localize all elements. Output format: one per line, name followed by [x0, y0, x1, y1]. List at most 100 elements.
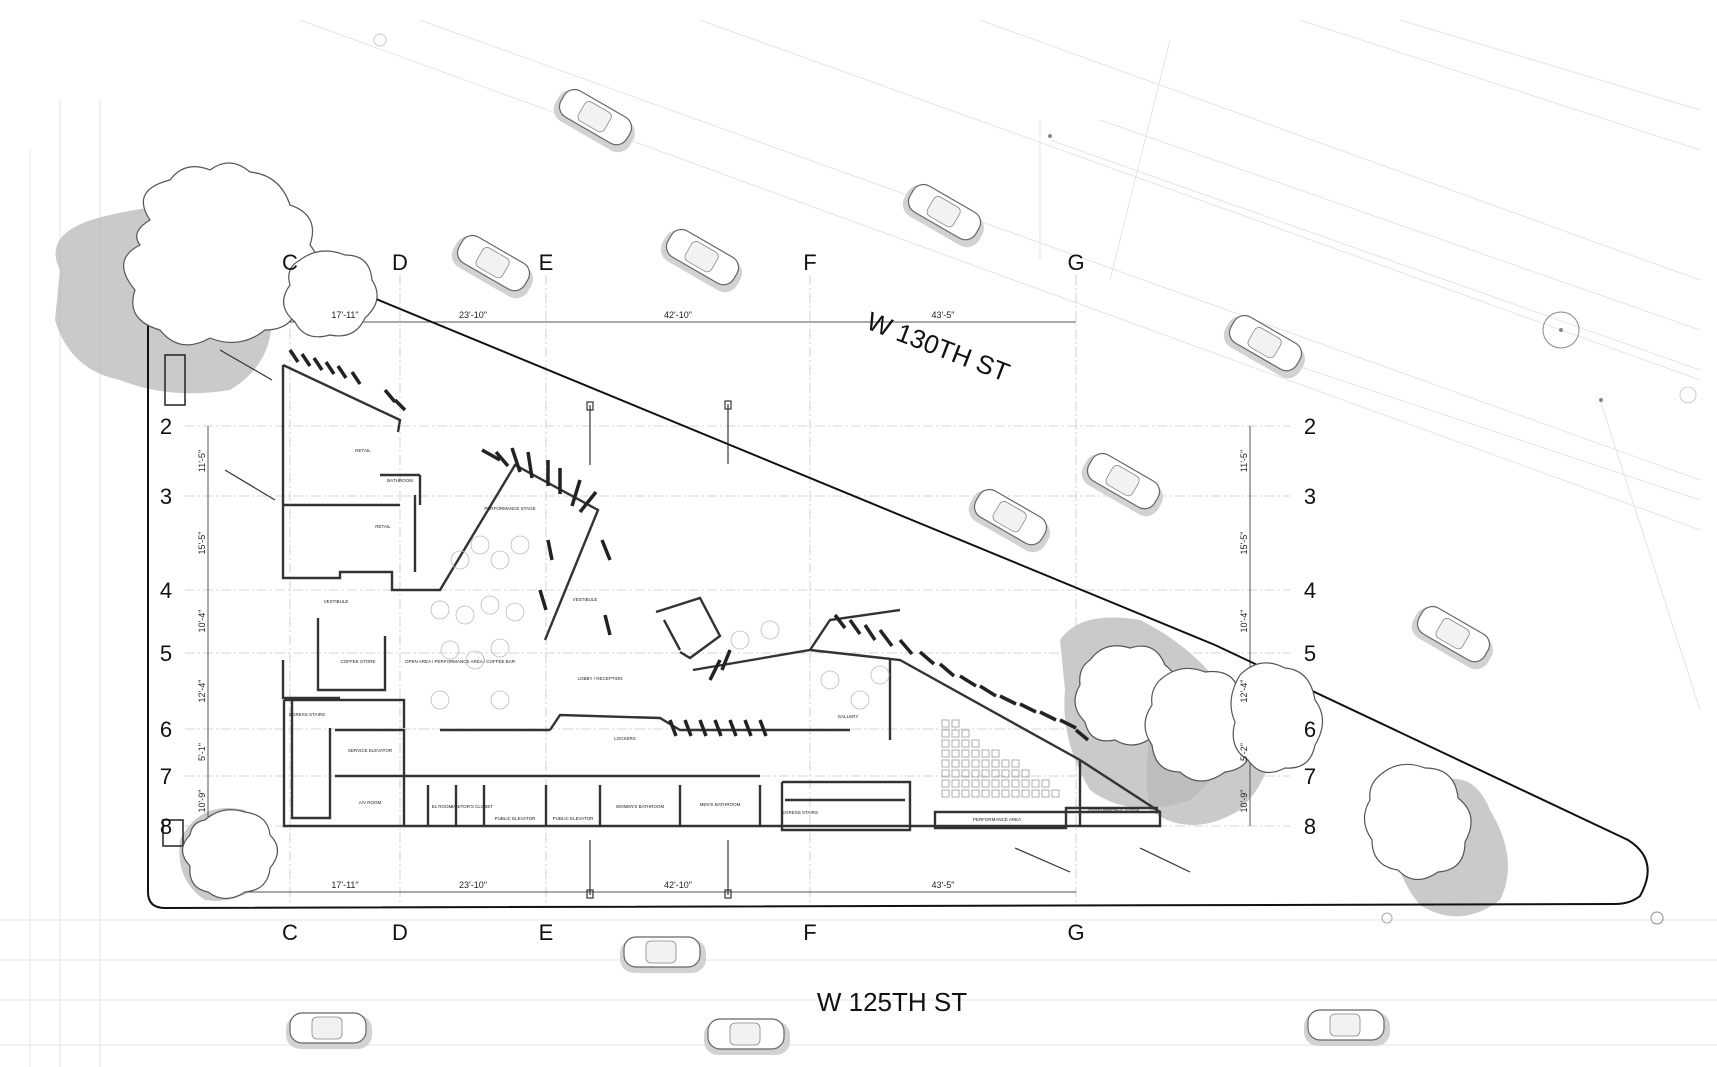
- room-vestibule-1: VESTIBULE: [324, 599, 349, 604]
- room-janitor: JANITOR'S CLOSET: [451, 804, 494, 809]
- dim-right-5: 5'-2": [1239, 743, 1249, 761]
- grid-row-8: 8: [160, 814, 172, 839]
- car-icon: [553, 88, 635, 153]
- dim-bottom-3: 42'-10": [664, 880, 692, 890]
- room-public-elevator-2: PUBLIC ELEVATOR: [553, 816, 595, 821]
- car-icon: [1304, 1009, 1390, 1046]
- meter-icon: [162, 819, 184, 847]
- dim-bottom-4: 43'-5": [932, 880, 955, 890]
- grid-col-d: D: [392, 920, 408, 945]
- street-name-south: W 125TH ST: [817, 987, 967, 1017]
- car-icon: [1411, 605, 1493, 670]
- dim-bottom-2: 23'-10": [459, 880, 487, 890]
- room-vestibule-2: VESTIBULE: [573, 597, 598, 602]
- grid-row-7: 7: [1304, 764, 1316, 789]
- dim-right-1: 11'-5": [1239, 450, 1249, 472]
- grid-row-labels-right: 2 3 4 5 6 7 8: [1304, 414, 1316, 839]
- grid-col-d: D: [392, 250, 408, 275]
- fixtures: [219, 349, 1191, 899]
- room-av: A/V ROOM: [359, 800, 382, 805]
- dim-left-5: 5'-1": [197, 743, 207, 761]
- grid-row-7: 7: [160, 764, 172, 789]
- car-icon: [704, 1018, 790, 1055]
- grid-col-f: F: [803, 920, 816, 945]
- car-icon: [1223, 314, 1305, 379]
- dim-top-1: 17'-11": [331, 310, 358, 320]
- room-public-elevator-1: PUBLIC ELEVATOR: [495, 816, 537, 821]
- car-icon: [286, 88, 1493, 1055]
- room-mens-bathroom: MEN'S BATHROOM: [700, 802, 741, 807]
- grid-row-2: 2: [1304, 414, 1316, 439]
- room-egress-stairs-2: EGRESS STAIRS: [782, 810, 818, 815]
- grid-col-g: G: [1067, 250, 1084, 275]
- grid-col-f: F: [803, 250, 816, 275]
- grid-row-3: 3: [1304, 484, 1316, 509]
- hydrant-icon: [164, 354, 186, 406]
- room-retail-2: RETAIL: [375, 524, 391, 529]
- room-retail-1: RETAIL: [355, 448, 371, 453]
- grid-row-6: 6: [160, 717, 172, 742]
- context-linework: [0, 19, 1717, 1067]
- dim-left-1: 11'-5": [197, 450, 207, 472]
- car-icon: [968, 488, 1050, 553]
- room-gallery: GALLERY: [838, 714, 859, 719]
- dim-left-2: 15'-5": [197, 532, 207, 555]
- grid-col-c: C: [282, 250, 298, 275]
- grid-row-3: 3: [160, 484, 172, 509]
- room-bathroom: BATHROOM: [387, 478, 413, 483]
- car-icon: [660, 228, 742, 293]
- room-el: EL ROOM: [432, 804, 453, 809]
- grid-row-2: 2: [160, 414, 172, 439]
- grid-col-e: E: [539, 920, 554, 945]
- room-performance-stage-1: PERFORMANCE STAGE: [484, 506, 535, 511]
- room-service-elevator: SERVICE ELEVATOR: [348, 748, 393, 753]
- room-womens-bathroom: WOMEN'S BATHROOM: [616, 804, 665, 809]
- audience-seating: [941, 719, 1060, 798]
- dimension-labels-right: 11'-5" 15'-5" 10'-4" 12'-4" 5'-2" 10'-9": [1239, 450, 1249, 813]
- grid-row-4: 4: [160, 578, 172, 603]
- room-lockers: LOCKERS: [614, 736, 636, 741]
- room-performance-stage-2: PERFORMANCE STAGE: [1088, 807, 1139, 812]
- dim-bottom-1: 17'-11": [331, 880, 358, 890]
- grid-column-labels-top: C D E F G: [282, 250, 1085, 275]
- dim-left-3: 10'-4": [197, 610, 207, 633]
- car-icon: [451, 234, 533, 299]
- grid-row-6: 6: [1304, 717, 1316, 742]
- car-icon: [902, 183, 984, 248]
- grid-col-g: G: [1067, 920, 1084, 945]
- grid-row-4: 4: [1304, 578, 1316, 603]
- room-lobby: LOBBY / RECEPTION: [578, 676, 623, 681]
- grid-row-5: 5: [160, 641, 172, 666]
- room-open-area: OPEN AREA / PERFORMANCE AREA / COFFEE BA…: [405, 659, 516, 664]
- dimension-labels-bottom: 17'-11" 23'-10" 42'-10" 43'-5": [331, 880, 954, 890]
- room-egress-stairs-1: EGRESS STAIRS: [289, 712, 325, 717]
- dimension-labels-top: 17'-11" 23'-10" 42'-10" 43'-5": [331, 310, 954, 320]
- grid-col-e: E: [539, 250, 554, 275]
- dimension-labels-left: 11'-5" 15'-5" 10'-4" 12'-4" 5'-1" 10'-9": [197, 450, 207, 813]
- dim-top-3: 42'-10": [664, 310, 692, 320]
- car-icon: [620, 936, 706, 973]
- grid-column-labels-bottom: C D E F G: [282, 920, 1085, 945]
- car-icon: [1081, 452, 1163, 517]
- grid-row-8: 8: [1304, 814, 1316, 839]
- grid-col-c: C: [282, 920, 298, 945]
- dim-left-6: 10'-9": [197, 790, 207, 813]
- grid-row-5: 5: [1304, 641, 1316, 666]
- dim-right-6: 10'-9": [1239, 790, 1249, 813]
- tree-canopy-icon: [123, 162, 1472, 900]
- room-coffee-store: COFFEE STORE: [341, 659, 376, 664]
- dim-top-4: 43'-5": [932, 310, 955, 320]
- cafe-tables: [430, 535, 890, 710]
- grid-row-labels-left: 2 3 4 5 6 7 8: [160, 414, 172, 839]
- dim-left-4: 12'-4": [197, 680, 207, 703]
- building-walls: [281, 363, 1162, 832]
- dim-right-3: 10'-4": [1239, 610, 1249, 633]
- dim-right-2: 15'-5": [1239, 532, 1249, 555]
- facade-fins: [288, 349, 1090, 742]
- room-performance-area: PERFORMANCE AREA: [973, 817, 1021, 822]
- dim-right-4: 12'-4": [1239, 680, 1249, 703]
- car-icon: [286, 1012, 372, 1049]
- room-labels: RETAIL BATHROOM RETAIL PERFORMANCE STAGE…: [289, 448, 1140, 822]
- dim-top-2: 23'-10": [459, 310, 487, 320]
